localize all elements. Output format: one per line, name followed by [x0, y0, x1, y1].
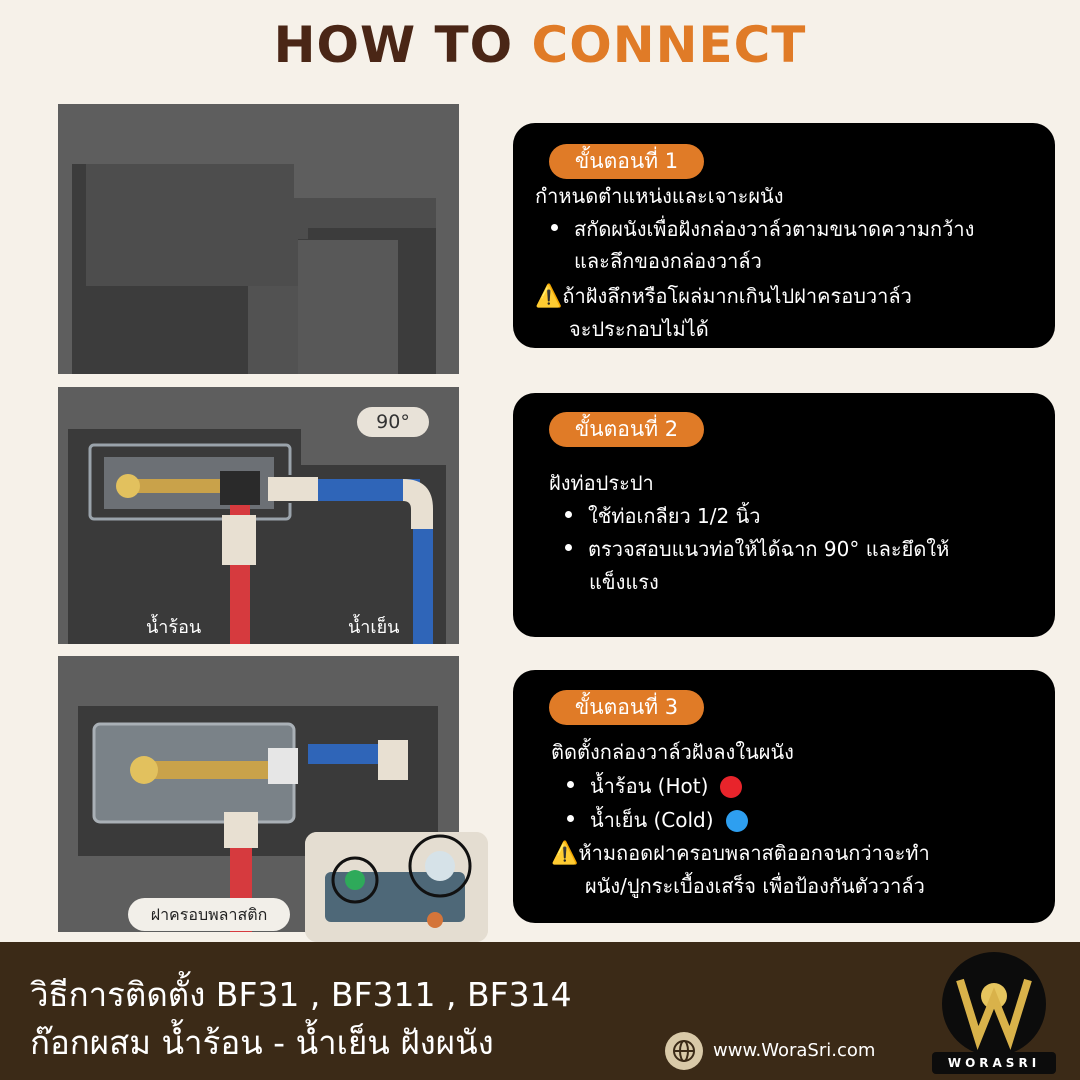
step1-heading: กำหนดตำแหน่งและเจาะผนัง [535, 184, 784, 208]
step3-heading: ติดตั้งกล่องวาล์วฝังลงในผนัง [551, 740, 794, 764]
step2-illustration [58, 387, 459, 644]
step2-bullet-1: ใช้ท่อเกลียว 1/2 นิ้ว [565, 500, 761, 533]
step1-bullet-1-cont: และลึกของกล่องวาล์ว [574, 249, 762, 273]
hot-label: น้ำร้อน [146, 617, 202, 638]
step1-illustration [58, 104, 459, 374]
step1-card: ขั้นตอนที่ 1 กำหนดตำแหน่งและเจาะผนัง สกั… [513, 123, 1055, 348]
step2-label: ขั้นตอนที่ 2 [549, 412, 704, 447]
step1-bullet-1: สกัดผนังเพื่อฝังกล่องวาล์วตามขนาดความกว้… [551, 213, 974, 246]
step2-bullet-2: ตรวจสอบแนวท่อให้ได้ฉาก 90° และยึดให้ [565, 533, 949, 566]
footer-line1: วิธีการติดตั้ง BF31 , BF311 , BF314 [30, 975, 572, 1014]
brand-name: WORASRI [932, 1052, 1056, 1074]
warning-icon: ⚠️ [551, 841, 579, 866]
step3-card: ขั้นตอนที่ 3 ติดตั้งกล่องวาล์วฝังลงในผนั… [513, 670, 1055, 923]
warning-icon: ⚠️ [535, 284, 563, 309]
step3-bullet-cold: น้ำเย็น (Cold) [567, 804, 748, 837]
globe-icon [665, 1032, 703, 1070]
title-part2: CONNECT [531, 16, 807, 74]
angle-label: 90° [357, 407, 429, 437]
title-part1: HOW TO [273, 16, 514, 74]
step1-warning-cont: จะประกอบไม่ได้ [569, 317, 709, 341]
cold-label: น้ำเย็น [348, 617, 400, 638]
step3-bullet-hot: น้ำร้อน (Hot) [567, 770, 743, 803]
footer-line2: ก๊อกผสม น้ำร้อน - น้ำเย็น ฝังผนัง [30, 1023, 494, 1062]
brand-logo [942, 952, 1046, 1056]
cover-label: ฝาครอบพลาสติก [128, 898, 290, 931]
cold-dot-icon [725, 809, 748, 832]
website-link[interactable]: www.WoraSri.com [713, 1040, 876, 1061]
step2-bullet-2-cont: แข็งแรง [589, 570, 659, 594]
step3-warning-cont: ผนัง/ปูกระเบื้องเสร็จ เพื่อป้องกันตัววาล… [585, 874, 925, 898]
hot-dot-icon [720, 775, 743, 798]
step3-warning: ⚠️ห้ามถอดฝาครอบพลาสติออกจนกว่าจะทำ [551, 841, 930, 866]
step2-heading: ฝังท่อประปา [549, 471, 654, 495]
page-title: HOW TO CONNECT [0, 14, 1080, 76]
step3-label: ขั้นตอนที่ 3 [549, 690, 704, 725]
plastic-cover-photo [305, 832, 488, 942]
step2-card: ขั้นตอนที่ 2 ฝังท่อประปา ใช้ท่อเกลียว 1/… [513, 393, 1055, 637]
step1-warning: ⚠️ถ้าฝังลึกหรือโผล่มากเกินไปฝาครอบวาล์ว [535, 284, 912, 309]
step1-label: ขั้นตอนที่ 1 [549, 144, 704, 179]
footer-bar [0, 942, 1080, 1080]
